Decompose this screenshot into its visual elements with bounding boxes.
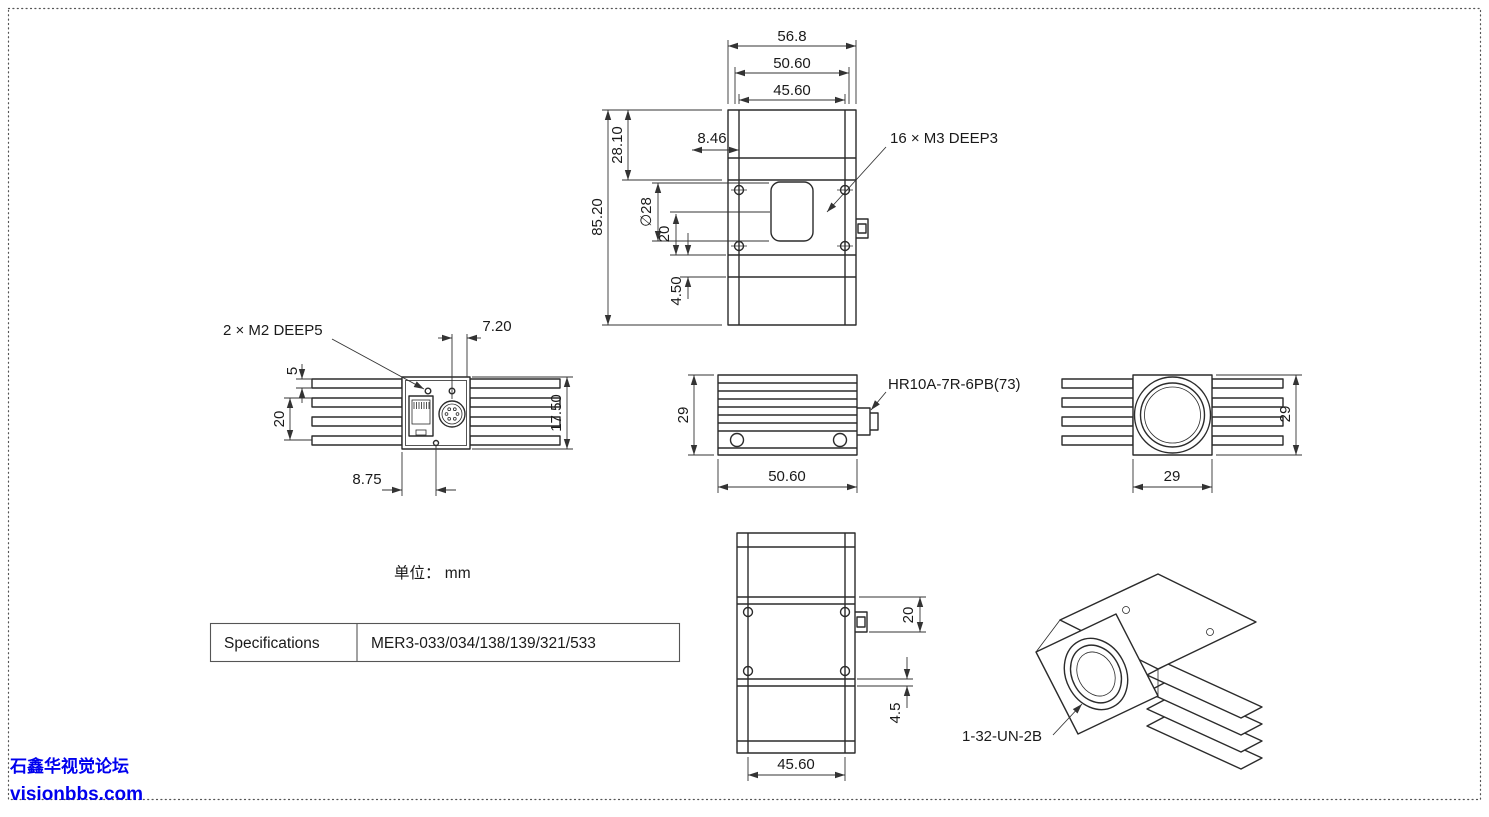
lens-mount-outer [1133,376,1212,454]
top-view-screw-holes [731,182,853,254]
m2-hole [424,387,432,395]
spec-table: Specifications MER3-033/034/138/139/321/… [209,622,681,663]
ethernet-port-tab [415,429,427,436]
dim-label-width: 45.60 [777,756,815,773]
top-view-extension-lines [602,40,857,326]
bottom-view: 20 4.5 45.60 [736,532,926,781]
power-io-connector-outline [438,400,466,428]
dim-label-8-75: 8.75 [352,471,381,488]
dim-label-height-upper: 28.10 [609,126,626,164]
connector-pin [455,412,460,416]
dim-label-4-5: 4.5 [887,703,904,724]
dim-label-20: 20 [900,607,917,624]
watermark-line1: 石鑫华视觉论坛 [9,756,129,776]
dim-label-4-50: 4.50 [668,276,685,305]
top-view-center-port [770,181,814,242]
side-view: 29 50.60 HR10A-7R-6PB(73) [675,374,1021,493]
screw-head [729,432,745,448]
isometric-view: 1-32-UN-2B [962,573,1263,770]
note-lens-thread: 1-32-UN-2B [962,728,1042,745]
connector-pin [452,407,457,412]
bottom-hole [432,439,440,447]
dim-label-diameter: ∅28 [638,197,655,227]
dim-label-width-outer: 56.8 [777,28,806,45]
note-m3-thread: 16 × M3 DEEP3 [890,130,998,147]
iso-screw [1206,628,1214,636]
spec-table-label: Specifications [224,635,320,652]
dim-label-width: 50.60 [768,468,806,485]
lens-mount-inner [1144,386,1201,444]
iso-lens-inner [1076,651,1116,697]
ethernet-port-inner [411,399,431,425]
bottom-view-extension-lines [747,596,926,781]
dim-label-5: 5 [284,367,301,375]
side-view-fin-lines [718,382,857,449]
power-io-connector [438,400,466,428]
dim-label-width-inner: 45.60 [773,82,811,99]
ethernet-port [408,395,434,437]
front-view: 29 29 [1061,374,1302,493]
watermark-line2: visionbbs.com [10,784,143,805]
page-dotted-border [7,7,1482,801]
side-view-extension-lines [688,374,858,493]
hirose-connector [857,407,879,436]
top-view-body-outline [727,109,857,326]
unit-label: 单位： mm [394,564,471,582]
dim-label-7-20: 7.20 [482,318,511,335]
iso-lens-mid [1069,644,1123,704]
spec-table-border [209,622,681,663]
screw-hole [742,606,754,618]
leader-line-m2 [331,338,425,390]
dim-label-height: 29 [675,407,692,424]
leader-line-m3 [826,146,887,213]
screw-hole [839,665,851,677]
iso-lens-outer [1063,637,1129,711]
top-view-side-connector [856,218,869,239]
connector-pin [444,412,449,416]
dim-label-width-mid: 50.60 [773,55,811,72]
ethernet-port-outline [408,395,434,437]
top-view: 56.8 50.60 45.60 85.20 28.10 8.46 ∅28 20… [589,28,998,326]
iso-fin-plate [1146,663,1263,719]
leader-line-lens-thread [1052,703,1083,736]
dim-label-20: 20 [656,226,673,243]
dim-label-17-50: 17.50 [548,394,565,432]
power-io-connector-inner [441,403,463,425]
dim-label-20: 20 [271,411,288,428]
front-view-extension-lines [1132,374,1302,493]
leader-line-hirose [870,391,887,411]
bottom-view-body-outline [736,532,856,754]
note-m2-thread: 2 × M2 DEEP5 [223,322,323,339]
dim-label-height: 29 [1277,406,1294,423]
screw-hole-crosshairs [731,182,853,254]
watermark: 石鑫华视觉论坛 visionbbs.com [9,756,143,805]
screw-head [832,432,848,448]
dim-label-height-total: 85.20 [589,198,606,236]
connector-pin [447,407,452,412]
note-hirose-connector: HR10A-7R-6PB(73) [888,376,1021,393]
screw-hole [742,665,754,677]
lens-mount-mid [1139,382,1206,448]
ethernet-port-pins [413,402,430,409]
spec-table-value: MER3-033/034/138/139/321/533 [371,635,596,652]
iso-edge-lines [1035,619,1159,696]
iso-screw [1122,606,1130,614]
connector-pin [452,416,457,421]
screw-hole [839,606,851,618]
dim-label-width: 29 [1164,468,1181,485]
connector-pin [447,416,452,421]
dim-label-hole-offset: 8.46 [697,130,726,147]
rear-view: 5 20 7.20 17.50 8.75 2 × M2 DEEP5 [223,318,573,496]
bottom-view-side-connector [855,611,868,633]
